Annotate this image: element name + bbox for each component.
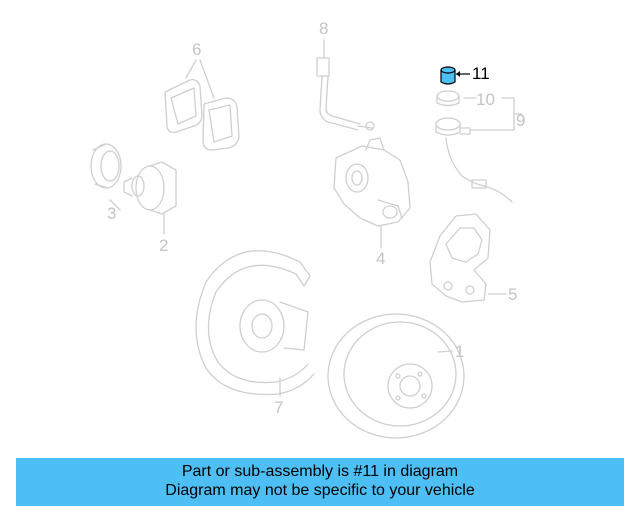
callout-2: 2 [159, 236, 168, 255]
parts-diagram: 6 3 2 8 4 10 9 5 1 7 11 [90, 19, 525, 439]
callout-8: 8 [319, 19, 328, 38]
banner-line-2: Diagram may not be specific to your vehi… [165, 482, 475, 499]
hub-part [123, 161, 177, 215]
caliper-bracket-part [429, 213, 491, 303]
banner-line-1: Part or sub-assembly is #11 in diagram [181, 463, 459, 480]
wear-sensor-part [435, 90, 513, 203]
callout-7: 7 [274, 398, 283, 417]
splash-shield-part [195, 250, 315, 396]
brake-disc-part [327, 313, 465, 439]
sensor-cap-part-11 [440, 66, 470, 85]
callout-1: 1 [455, 342, 464, 361]
callout-4: 4 [376, 249, 385, 268]
info-banner: Part or sub-assembly is #11 in diagram D… [16, 458, 624, 506]
callout-3: 3 [107, 204, 116, 223]
callout-5: 5 [508, 285, 517, 304]
brake-line-part [316, 57, 375, 131]
callout-6: 6 [192, 40, 201, 59]
leader-lines [109, 39, 523, 397]
callout-9: 9 [516, 111, 525, 130]
brake-pads-part [164, 78, 240, 151]
callout-11: 11 [472, 64, 490, 83]
caliper-part [333, 137, 411, 227]
callout-10: 10 [476, 90, 495, 109]
bearing-part [90, 143, 122, 189]
